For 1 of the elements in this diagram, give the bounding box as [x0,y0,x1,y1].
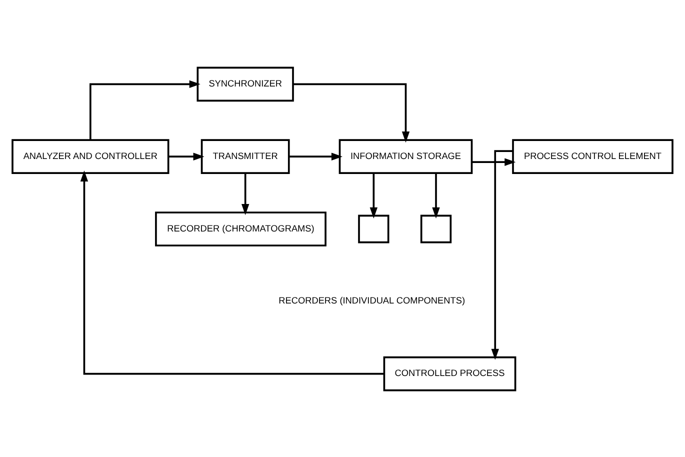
label: RECORDERS (INDIVIDUAL COMPONENTS) [278,295,466,306]
